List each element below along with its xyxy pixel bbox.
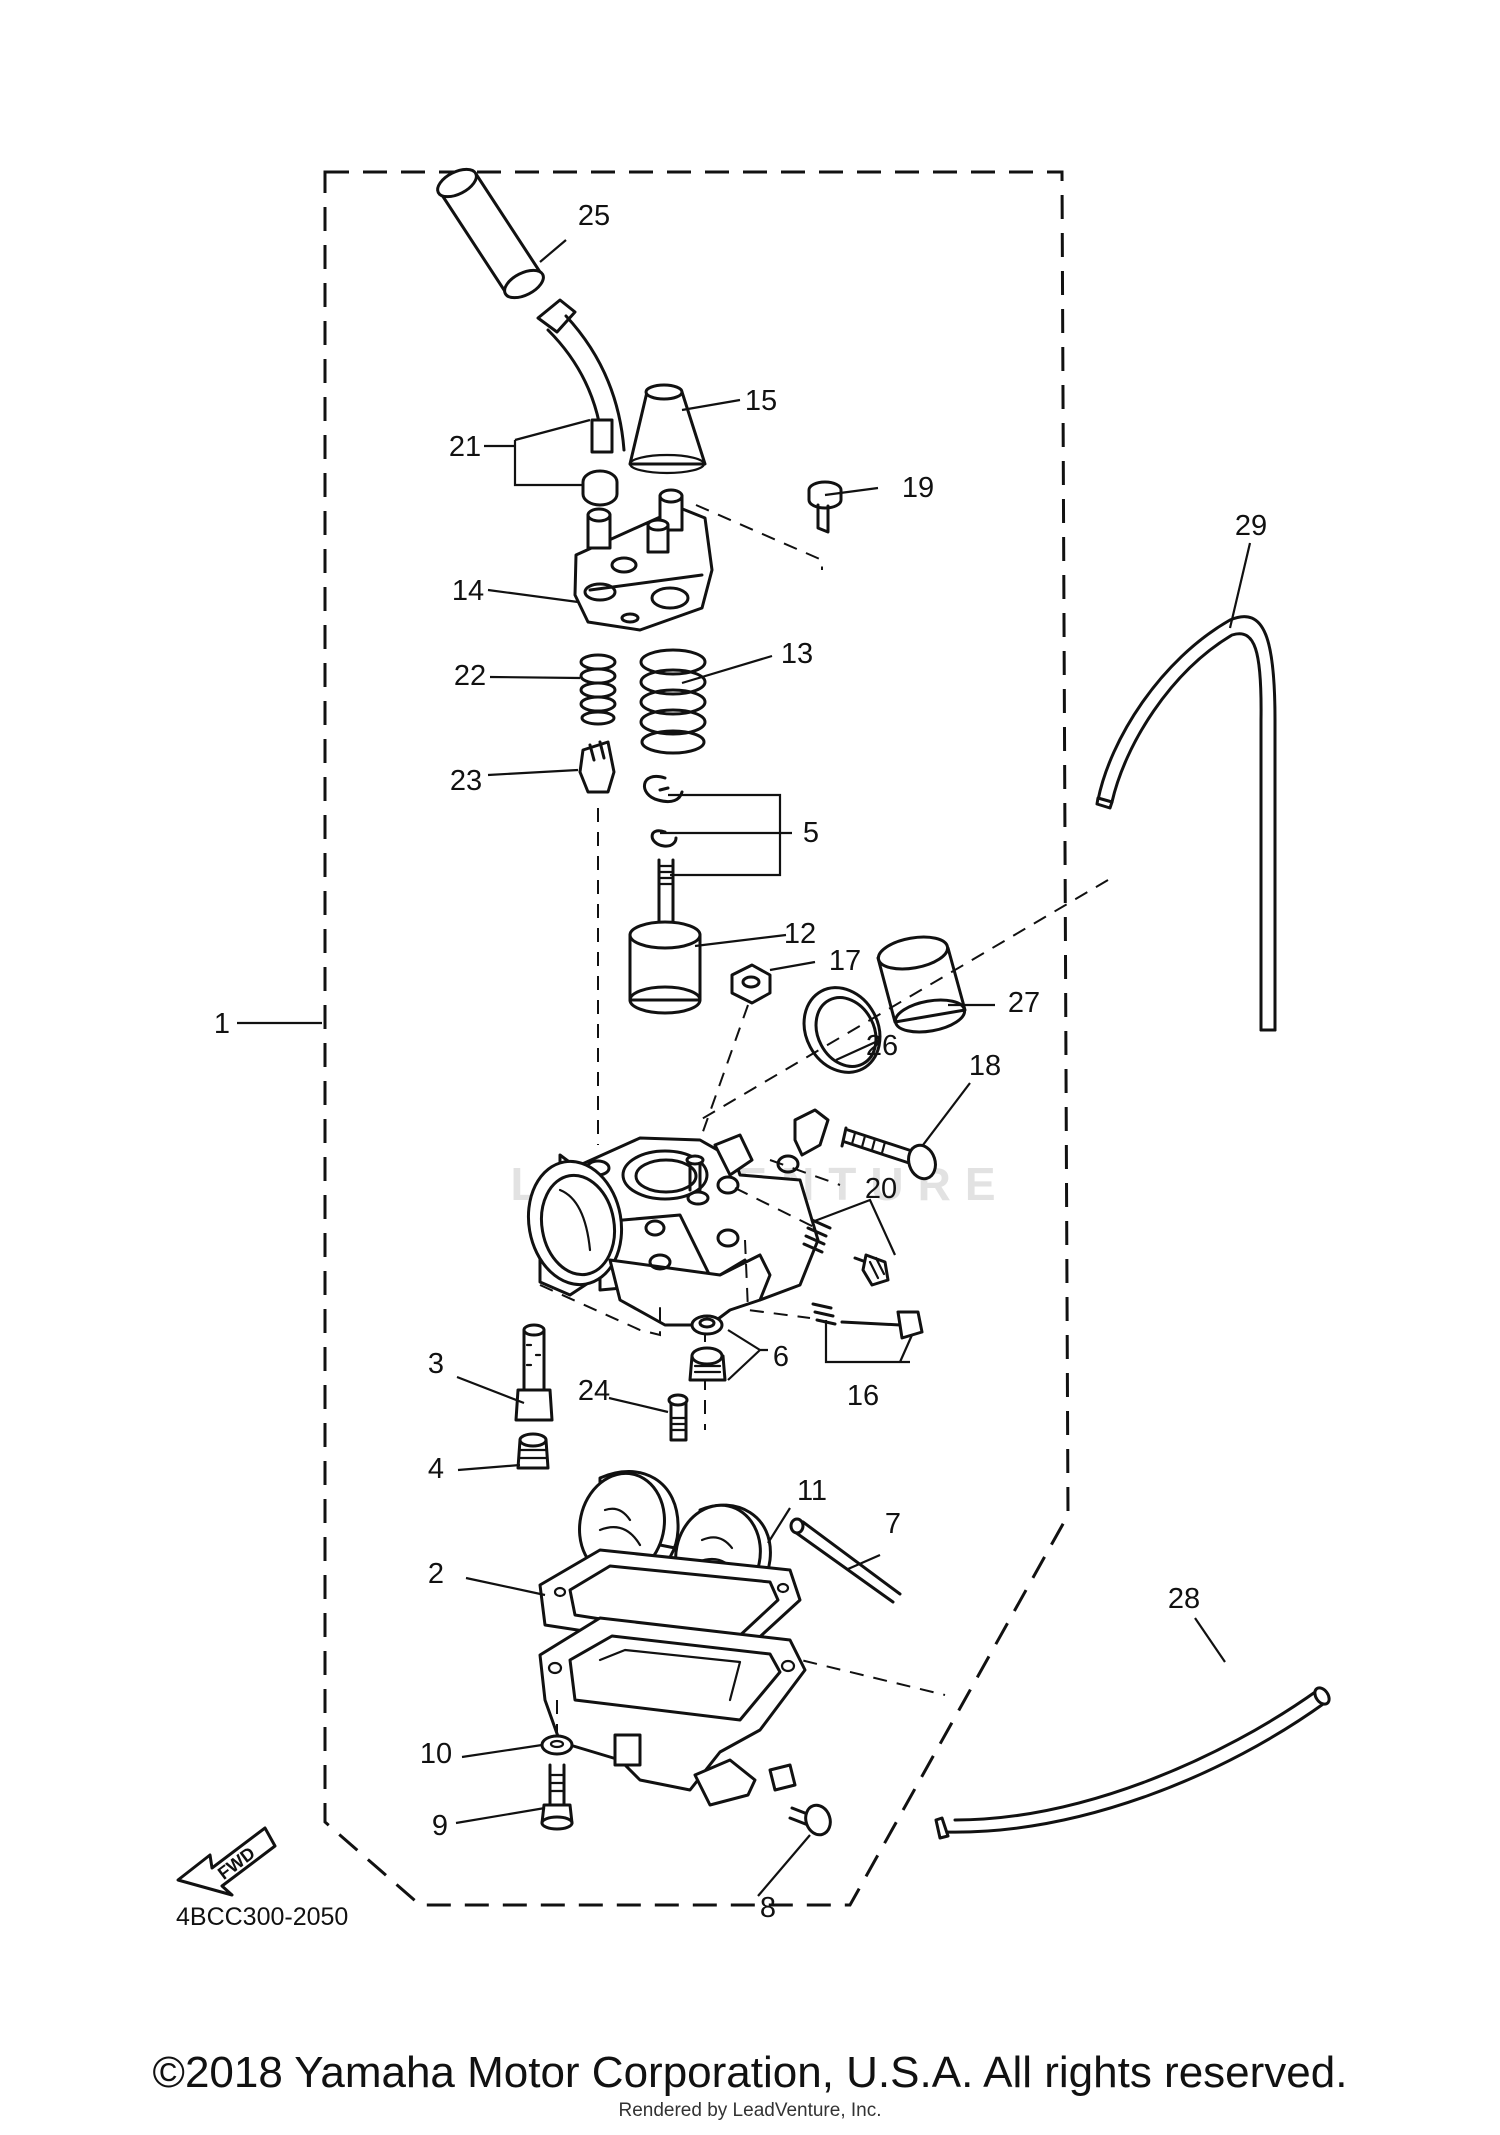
part-23-needle-holder xyxy=(578,740,616,794)
callout-numbers: 1 2 3 4 5 6 7 8 9 10 11 12 13 14 15 16 1… xyxy=(214,200,1267,1924)
part-27-intake-sleeve xyxy=(876,935,967,1034)
rendered-by-credit: Rendered by LeadVenture, Inc. xyxy=(618,2100,882,2121)
part-20-pilot-screw xyxy=(802,1218,890,1287)
callout-17: 17 xyxy=(829,945,861,977)
part-14-carb-cap xyxy=(573,488,714,632)
part-18-bolt xyxy=(840,1126,937,1181)
part-10-washer xyxy=(540,1734,574,1756)
part-21-cable-elbow xyxy=(536,298,626,507)
copyright-notice: ©2018 Yamaha Motor Corporation, U.S.A. A… xyxy=(152,2048,1348,2097)
part-15-rubber-boot xyxy=(628,383,707,475)
callout-22: 22 xyxy=(454,660,486,692)
callout-13: 13 xyxy=(781,638,813,670)
callout-2: 2 xyxy=(428,1558,444,1590)
float-bowl xyxy=(538,1616,807,1807)
callout-10: 10 xyxy=(420,1738,452,1770)
fwd-arrow: FWD xyxy=(176,1826,277,1897)
callout-27: 27 xyxy=(1008,987,1040,1019)
callout-16: 16 xyxy=(847,1380,879,1412)
callout-21: 21 xyxy=(449,431,481,463)
jet-3-guide xyxy=(539,1284,661,1337)
callout-18: 18 xyxy=(969,1050,1001,1082)
carburetor-body xyxy=(526,1108,830,1327)
callout-3: 3 xyxy=(428,1348,444,1380)
nut-17-guide xyxy=(699,1004,749,1141)
callout-28: 28 xyxy=(1168,1583,1200,1615)
callout-23: 23 xyxy=(450,765,482,797)
part-8-drain-screw xyxy=(788,1803,832,1837)
callout-4: 4 xyxy=(428,1453,444,1485)
callout-6: 6 xyxy=(773,1341,789,1373)
callout-8: 8 xyxy=(760,1892,776,1924)
part-25-cable-cap xyxy=(436,167,545,300)
part-3-needle-jet xyxy=(514,1323,554,1422)
part-29-vent-tube xyxy=(1095,615,1277,1032)
callout-11: 11 xyxy=(797,1475,827,1507)
callout-19: 19 xyxy=(902,472,934,504)
callout-25: 25 xyxy=(578,200,610,232)
part-13-large-spring xyxy=(639,648,707,755)
part-22-small-spring xyxy=(579,653,617,726)
part-9-bowl-screw xyxy=(540,1763,574,1831)
callout-12: 12 xyxy=(784,918,816,950)
callout-7: 7 xyxy=(885,1508,901,1540)
callout-29: 29 xyxy=(1235,510,1267,542)
part-4-jet-plug xyxy=(516,1432,550,1470)
assembly-boundary xyxy=(323,170,1070,1907)
part-24-pilot-jet xyxy=(667,1393,689,1442)
callout-15: 15 xyxy=(745,385,777,417)
callout-24: 24 xyxy=(578,1375,610,1407)
callout-1: 1 xyxy=(214,1008,230,1040)
bolt-18-guide xyxy=(769,1159,841,1186)
callout-leaders xyxy=(237,239,1252,1897)
part-5-clips xyxy=(642,774,684,848)
callout-14: 14 xyxy=(452,575,484,607)
screw-19-guide xyxy=(695,504,823,570)
drawing-code: 4BCC300-2050 xyxy=(176,1903,348,1931)
part-17-nut xyxy=(730,963,772,1005)
part-16-stop-screw xyxy=(811,1302,924,1340)
part-12-throttle-valve xyxy=(628,920,702,1015)
callout-5: 5 xyxy=(803,817,819,849)
part-7-float-pin xyxy=(789,1517,902,1604)
part-19-screw xyxy=(807,480,843,534)
drain-guide xyxy=(779,1654,946,1696)
part-28-drain-tube xyxy=(934,1686,1331,1840)
callout-20: 20 xyxy=(865,1173,897,1205)
callout-26: 26 xyxy=(866,1030,898,1062)
callout-9: 9 xyxy=(432,1810,448,1842)
screw-20-guide xyxy=(734,1187,821,1231)
tube-29-guide xyxy=(699,879,1109,1121)
part-6-main-jet xyxy=(688,1314,727,1382)
